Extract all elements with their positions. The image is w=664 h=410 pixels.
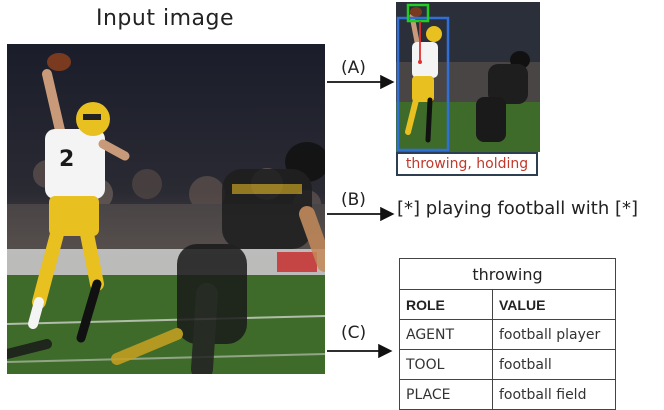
input-image-title: Input image <box>96 6 234 31</box>
column-header-value: VALUE <box>492 289 616 320</box>
table-row: PLACE football field <box>399 379 616 410</box>
semantic-role-table: throwing ROLE VALUE AGENT football playe… <box>399 258 616 410</box>
role-cell: TOOL <box>399 349 493 380</box>
template-sentence: [*] playing football with [*] <box>397 198 638 219</box>
role-cell: PLACE <box>399 379 493 410</box>
column-header-role: ROLE <box>399 289 493 320</box>
value-cell: football <box>492 349 616 380</box>
thumbnail-caption: throwing, holding <box>405 156 529 172</box>
value-cell: football player <box>492 319 616 350</box>
agent-bounding-box <box>396 16 450 152</box>
annotated-thumbnail <box>396 2 540 152</box>
role-cell: AGENT <box>399 319 493 350</box>
thumbnail-caption-box: throwing, holding <box>396 152 538 176</box>
ball-bounding-box <box>406 3 430 23</box>
branch-c-label: (C) <box>341 323 367 343</box>
input-photo: 2 <box>7 44 325 374</box>
branch-a-label: (A) <box>341 58 366 78</box>
table-row: TOOL football <box>399 349 616 380</box>
value-cell: football field <box>492 379 616 410</box>
branch-arrows <box>327 74 395 359</box>
table-row: AGENT football player <box>399 319 616 350</box>
table-verb-title: throwing <box>399 258 616 290</box>
branch-b-label: (B) <box>341 190 366 210</box>
svg-text:2: 2 <box>59 147 74 172</box>
